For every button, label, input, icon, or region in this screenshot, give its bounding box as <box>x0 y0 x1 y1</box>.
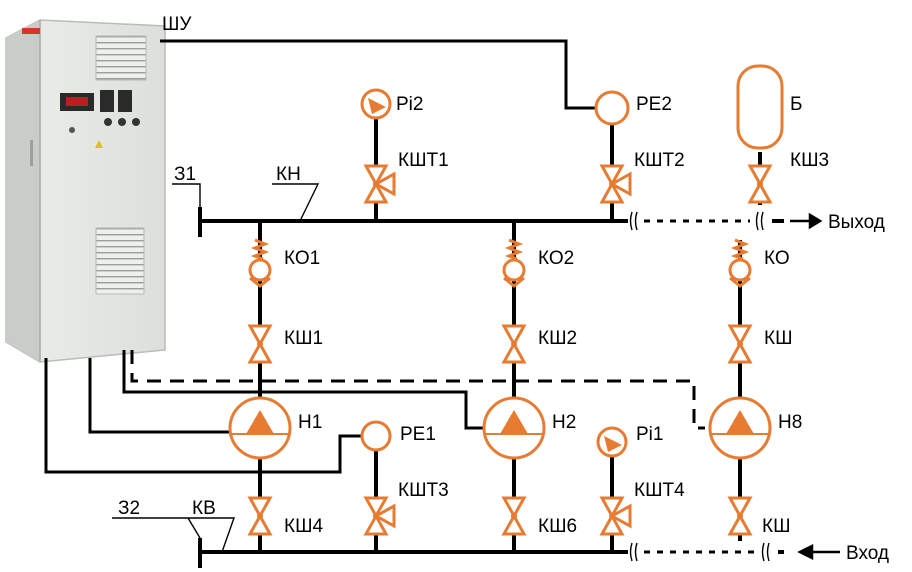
label-ksh: КШ <box>764 328 792 349</box>
label-z2: З2 <box>118 498 140 519</box>
label-h8: Н8 <box>778 412 802 433</box>
label-ksh6: КШ6 <box>538 516 577 537</box>
label-h2: Н2 <box>552 412 576 433</box>
label-pi1: Pi1 <box>636 424 663 445</box>
check-valve-ko1-icon <box>248 238 272 288</box>
arrow-in <box>797 543 840 561</box>
break-mark-n8-top <box>755 211 764 231</box>
wire-to-re1 <box>44 358 362 474</box>
label-ko: КО <box>764 248 790 269</box>
label-ksht2: КШТ2 <box>634 150 685 171</box>
label-ksh-bottom: КШ <box>762 516 790 537</box>
label-ko1: КО1 <box>284 248 320 269</box>
label-kv: КВ <box>192 498 216 519</box>
check-valve-ko2-icon <box>502 238 526 288</box>
label-kn: КН <box>276 164 301 185</box>
label-input: Вход <box>846 543 889 564</box>
valve-ksh4-icon <box>248 496 272 536</box>
label-h1: Н1 <box>298 412 322 433</box>
label-output: Выход <box>828 212 885 233</box>
label-z1: З1 <box>174 164 196 185</box>
pressure-relay-re1-icon <box>360 420 392 452</box>
valve-ksht2-icon <box>600 164 632 204</box>
label-ksh3: КШ3 <box>790 150 829 171</box>
label-ksht3: КШТ3 <box>398 480 449 501</box>
label-ksht1: КШТ1 <box>398 150 449 171</box>
break-mark-n8-bottom <box>761 542 770 562</box>
wire-to-h2 <box>122 350 484 430</box>
pressure-gauge-pi2-icon <box>360 88 392 120</box>
label-pi2: Pi2 <box>396 94 423 115</box>
pump-h8-icon <box>708 396 772 460</box>
valve-ksht1-icon <box>364 164 396 204</box>
valve-ksh2-icon <box>502 324 526 364</box>
control-cabinet <box>5 19 166 363</box>
tank-b-icon <box>736 64 784 150</box>
label-re2: РЕ2 <box>636 94 672 115</box>
label-ksh4: КШ4 <box>284 516 323 537</box>
label-b: Б <box>790 94 802 115</box>
valve-ksh6-icon <box>502 496 526 536</box>
label-ksht4: КШТ4 <box>634 480 685 501</box>
valve-ksh3-icon <box>748 164 772 204</box>
label-ko2: КО2 <box>538 248 574 269</box>
label-ksh2: КШ2 <box>538 328 577 349</box>
pump-h1-icon <box>228 396 292 460</box>
wire-shu <box>160 39 600 110</box>
wire-to-h1 <box>88 358 230 434</box>
break-mark-top <box>629 211 638 231</box>
label-re1: РЕ1 <box>400 424 436 445</box>
break-mark-bottom <box>629 542 638 562</box>
label-shu: ШУ <box>162 14 192 35</box>
valve-ksht3-icon <box>364 496 396 536</box>
arrow-out <box>790 212 823 230</box>
pump-h2-icon <box>482 396 546 460</box>
valve-ksh-icon <box>728 324 752 364</box>
check-valve-ko-icon <box>728 238 752 288</box>
valve-ksh-bottom-icon <box>728 496 752 536</box>
pressure-relay-re2-icon <box>594 90 630 126</box>
valve-ksh1-icon <box>248 324 272 364</box>
label-ksh1: КШ1 <box>284 328 323 349</box>
wire-to-h8-control <box>130 350 705 430</box>
valve-ksht4-icon <box>600 496 632 536</box>
pressure-gauge-pi1-icon <box>596 426 628 458</box>
